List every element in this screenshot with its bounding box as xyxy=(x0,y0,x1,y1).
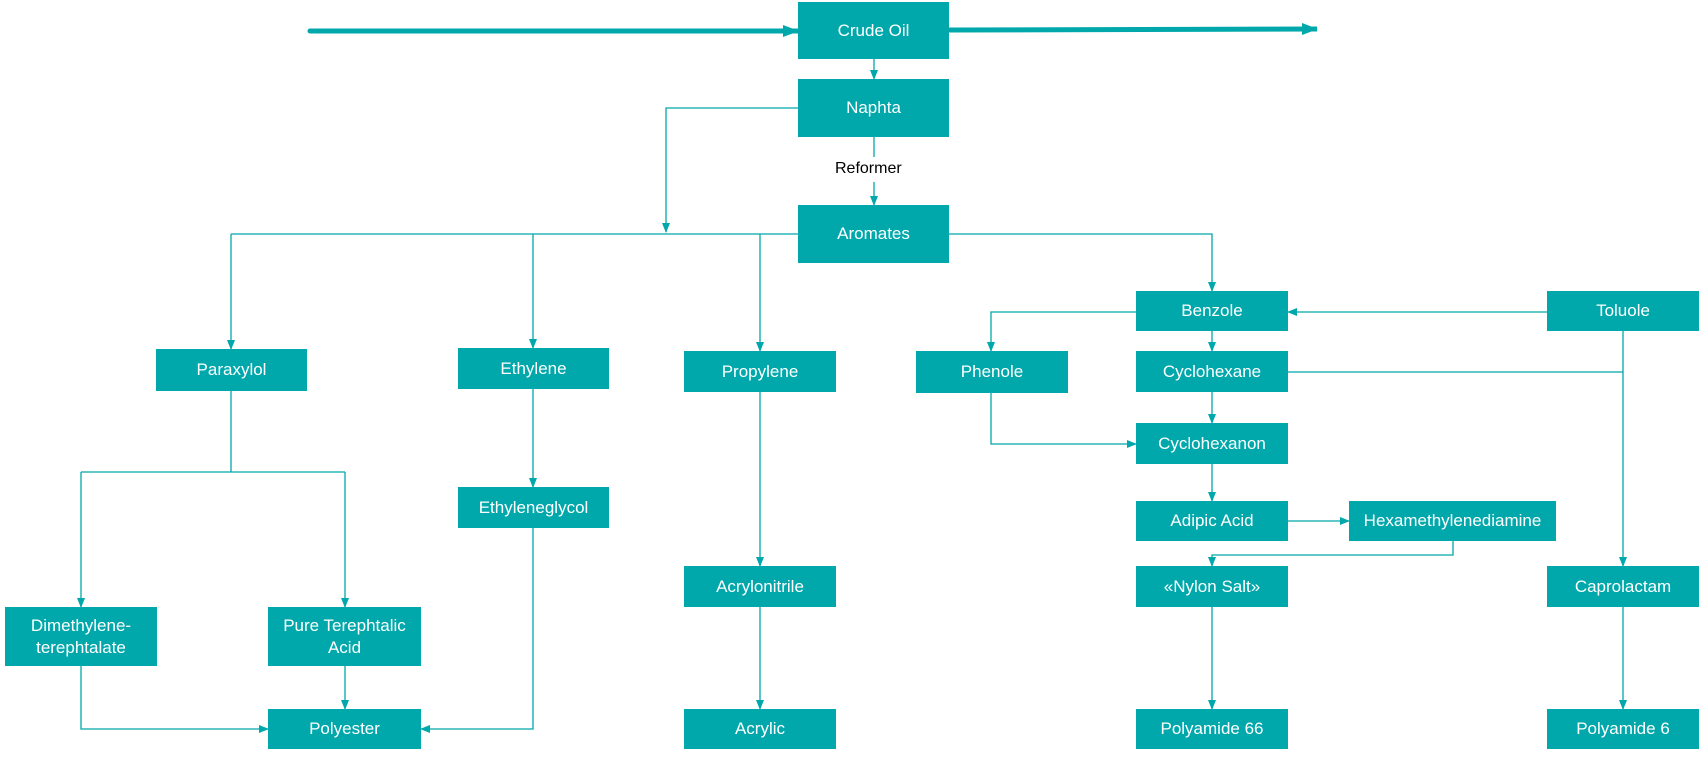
node-polyamide-66: Polyamide 66 xyxy=(1136,709,1288,749)
edge-naphta-bypass xyxy=(662,107,798,233)
node-hexamethylenediamine: Hexamethylenediamine xyxy=(1349,501,1556,541)
node-ethyleneglycol: Ethyleneglycol xyxy=(458,487,609,528)
node-ethylene: Ethylene xyxy=(458,348,609,389)
node-polyamide-6: Polyamide 6 xyxy=(1547,709,1699,749)
node-acrylic: Acrylic xyxy=(684,709,836,749)
edge-benzole-phenole xyxy=(987,311,1136,352)
edge-hexamethylenediamine-nylonsalt xyxy=(1208,541,1454,567)
node-aromates: Aromates xyxy=(798,205,949,263)
node-nylon-salt: «Nylon Salt» xyxy=(1136,566,1288,607)
node-pure-terephtalic-acid: Pure Terephtalic Acid xyxy=(268,607,421,666)
node-propylene: Propylene xyxy=(684,351,836,392)
edge-aromates-benzole xyxy=(949,233,1216,292)
node-paraxylol: Paraxylol xyxy=(156,349,307,391)
node-polyester: Polyester xyxy=(268,709,421,749)
node-toluole: Toluole xyxy=(1547,291,1699,331)
node-naphta: Naphta xyxy=(798,79,949,137)
edge-ethyleneglycol-polyester xyxy=(420,528,534,733)
node-acrylonitrile: Acrylonitrile xyxy=(684,566,836,607)
node-dimethylene-terephtalate: Dimethylene-terephtalate xyxy=(5,607,157,666)
node-cyclohexane: Cyclohexane xyxy=(1136,351,1288,392)
main-flow-out-arrow xyxy=(948,23,1318,36)
node-crude-oil: Crude Oil xyxy=(798,2,949,59)
node-benzole: Benzole xyxy=(1136,291,1288,331)
node-cyclohexanon: Cyclohexanon xyxy=(1136,423,1288,464)
node-phenole: Phenole xyxy=(916,351,1068,393)
edge-dmt-polyester xyxy=(80,666,269,733)
node-adipic-acid: Adipic Acid xyxy=(1136,501,1288,541)
edge-phenole-cyclohexanon xyxy=(990,393,1137,448)
node-caprolactam: Caprolactam xyxy=(1547,566,1699,607)
reformer-label: Reformer xyxy=(833,159,904,179)
